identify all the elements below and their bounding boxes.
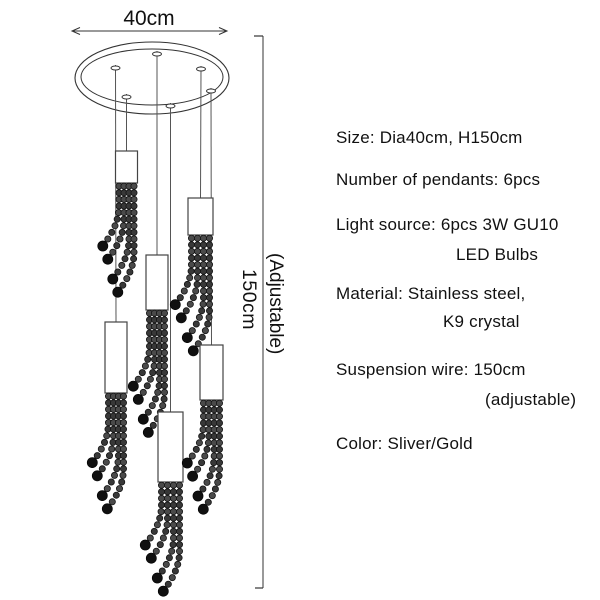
pendant bbox=[181, 344, 224, 515]
spec-material: Material: Stainless steel, bbox=[336, 284, 526, 303]
spec-material-cont: K9 crystal bbox=[443, 312, 520, 331]
pendant bbox=[127, 254, 169, 438]
pendant bbox=[86, 321, 128, 515]
pendant bbox=[169, 197, 214, 357]
spec-suspension-wire-cont: (adjustable) bbox=[485, 390, 577, 409]
ceiling-canopy bbox=[74, 41, 230, 115]
spec-light-source: Light source: 6pcs 3W GU10 bbox=[336, 215, 559, 234]
height-adjustable-label: (Adjustable) bbox=[265, 253, 286, 354]
width-dimension-label: 40cm bbox=[123, 7, 174, 30]
dimension-lines bbox=[70, 27, 264, 589]
spec-size: Size: Dia40cm, H150cm bbox=[336, 128, 523, 147]
spec-suspension-wire: Suspension wire: 150cm bbox=[336, 360, 526, 379]
spec-color: Color: Sliver/Gold bbox=[336, 434, 473, 453]
height-dimension-label: 150cm bbox=[238, 269, 260, 330]
spec-light-source-cont: LED Bulbs bbox=[456, 245, 539, 264]
pendant bbox=[97, 150, 139, 298]
pendant bbox=[139, 411, 184, 597]
spec-pendant-count: Number of pendants: 6pcs bbox=[336, 170, 541, 189]
pendants bbox=[86, 150, 224, 597]
chandelier-diagram: 40cm 150cm (Adjustable) bbox=[70, 7, 286, 597]
